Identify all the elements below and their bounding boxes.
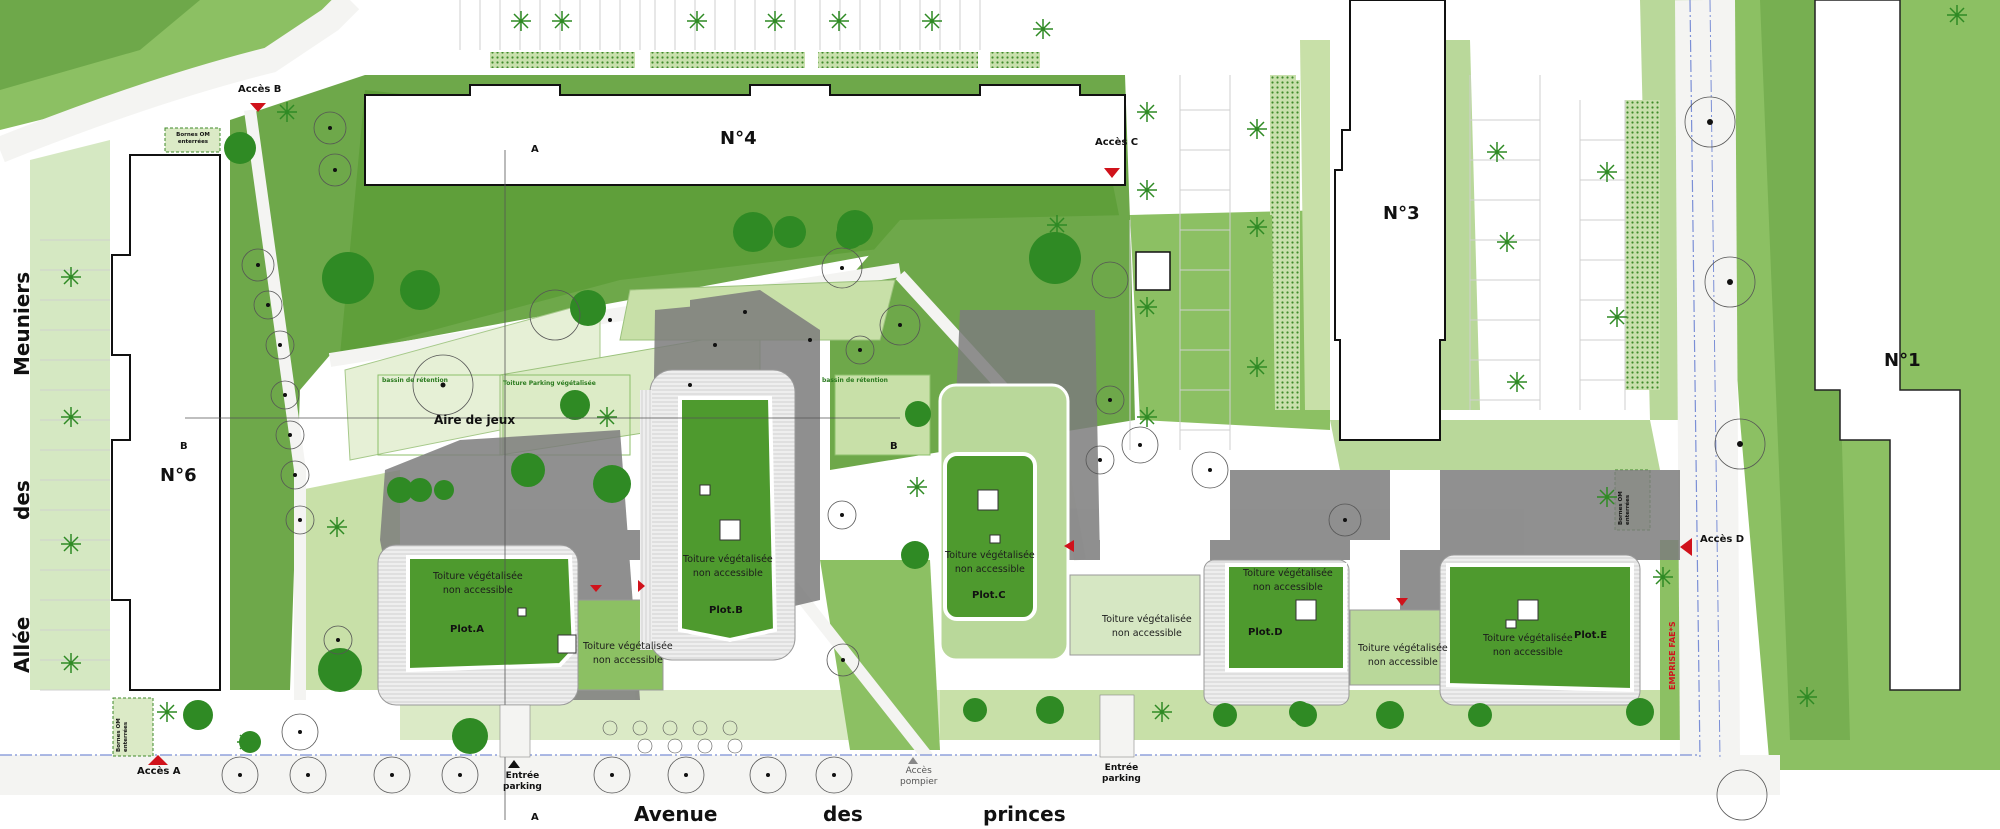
green-roofs bbox=[406, 396, 1634, 693]
access-c-label: Accès C bbox=[1095, 137, 1139, 148]
section-a-bottom: A bbox=[531, 812, 539, 823]
trees bbox=[183, 132, 1654, 754]
plot-d-label: Plot.D bbox=[1248, 627, 1283, 638]
access-a-label: Accès A bbox=[137, 766, 181, 777]
roof-boxes bbox=[517, 484, 1539, 654]
bornes-top-label: Bornes OM enterrées bbox=[176, 132, 210, 145]
street-bottom-word3: princes bbox=[983, 802, 1066, 826]
tree-circles bbox=[221, 96, 1768, 821]
section-b-left: B bbox=[180, 441, 188, 452]
access-pompier-line1: Accès bbox=[905, 766, 932, 776]
entree-parking-2: Entrée parking bbox=[1102, 763, 1141, 785]
entree-parking-1-line1: Entrée bbox=[505, 771, 540, 781]
toiture-parking-label: Toiture Parking végétalisée bbox=[503, 380, 596, 387]
access-markers bbox=[148, 103, 1692, 765]
access-pompier-line2: pompier bbox=[900, 777, 938, 787]
parking-strips bbox=[490, 52, 1296, 215]
tree-points bbox=[238, 119, 1743, 777]
entree-parking-2-line1: Entrée bbox=[1104, 763, 1139, 773]
bornes-right-label: Bornes OM enterrées bbox=[1618, 491, 1631, 525]
building-n4-label: N°4 bbox=[720, 128, 757, 149]
street-bottom-word1: Avenue bbox=[634, 802, 718, 826]
access-pompier-label: Accès pompier bbox=[900, 766, 937, 788]
street-left-word3: Allée bbox=[10, 616, 34, 673]
plot-b-label: Plot.B bbox=[709, 605, 743, 616]
building-n6-label: N°6 bbox=[160, 465, 197, 486]
emprise-label: EMPRISE FAE*S bbox=[1668, 621, 1677, 690]
entree-parking-1-line2: parking bbox=[503, 782, 542, 792]
entree-parking-1: Entrée parking bbox=[503, 771, 542, 793]
bassin-1-label: bassin de rétention bbox=[382, 377, 448, 384]
parking-lines bbox=[40, 0, 1626, 691]
buildings bbox=[111, 0, 1961, 691]
plot-a-label: Plot.A bbox=[450, 624, 484, 635]
palm-trees bbox=[61, 5, 1967, 752]
roads bbox=[0, 0, 1780, 795]
bornes-bottom-label: Bornes OM enterrées bbox=[116, 718, 129, 752]
section-b-right: B bbox=[890, 441, 898, 452]
bassin-2-label: bassin de rétention bbox=[822, 377, 888, 384]
access-d-label: Accès D bbox=[1700, 534, 1745, 545]
street-bottom-word2: des bbox=[823, 802, 863, 826]
entree-parking-2-line2: parking bbox=[1102, 774, 1141, 784]
plot-c-label: Plot.C bbox=[972, 590, 1006, 601]
street-left-word1: Meuniers bbox=[10, 271, 34, 376]
plot-e-label: Plot.E bbox=[1574, 630, 1608, 641]
access-b-label: Accès B bbox=[238, 84, 282, 95]
building-n1-label: N°1 bbox=[1884, 350, 1921, 371]
aire-de-jeux-label: Aire de jeux bbox=[434, 413, 516, 427]
street-left-word2: des bbox=[10, 480, 34, 520]
driveways bbox=[499, 694, 1135, 758]
plaza-circles bbox=[602, 720, 743, 754]
section-a-top: A bbox=[531, 144, 539, 155]
building-n3-label: N°3 bbox=[1383, 203, 1420, 224]
